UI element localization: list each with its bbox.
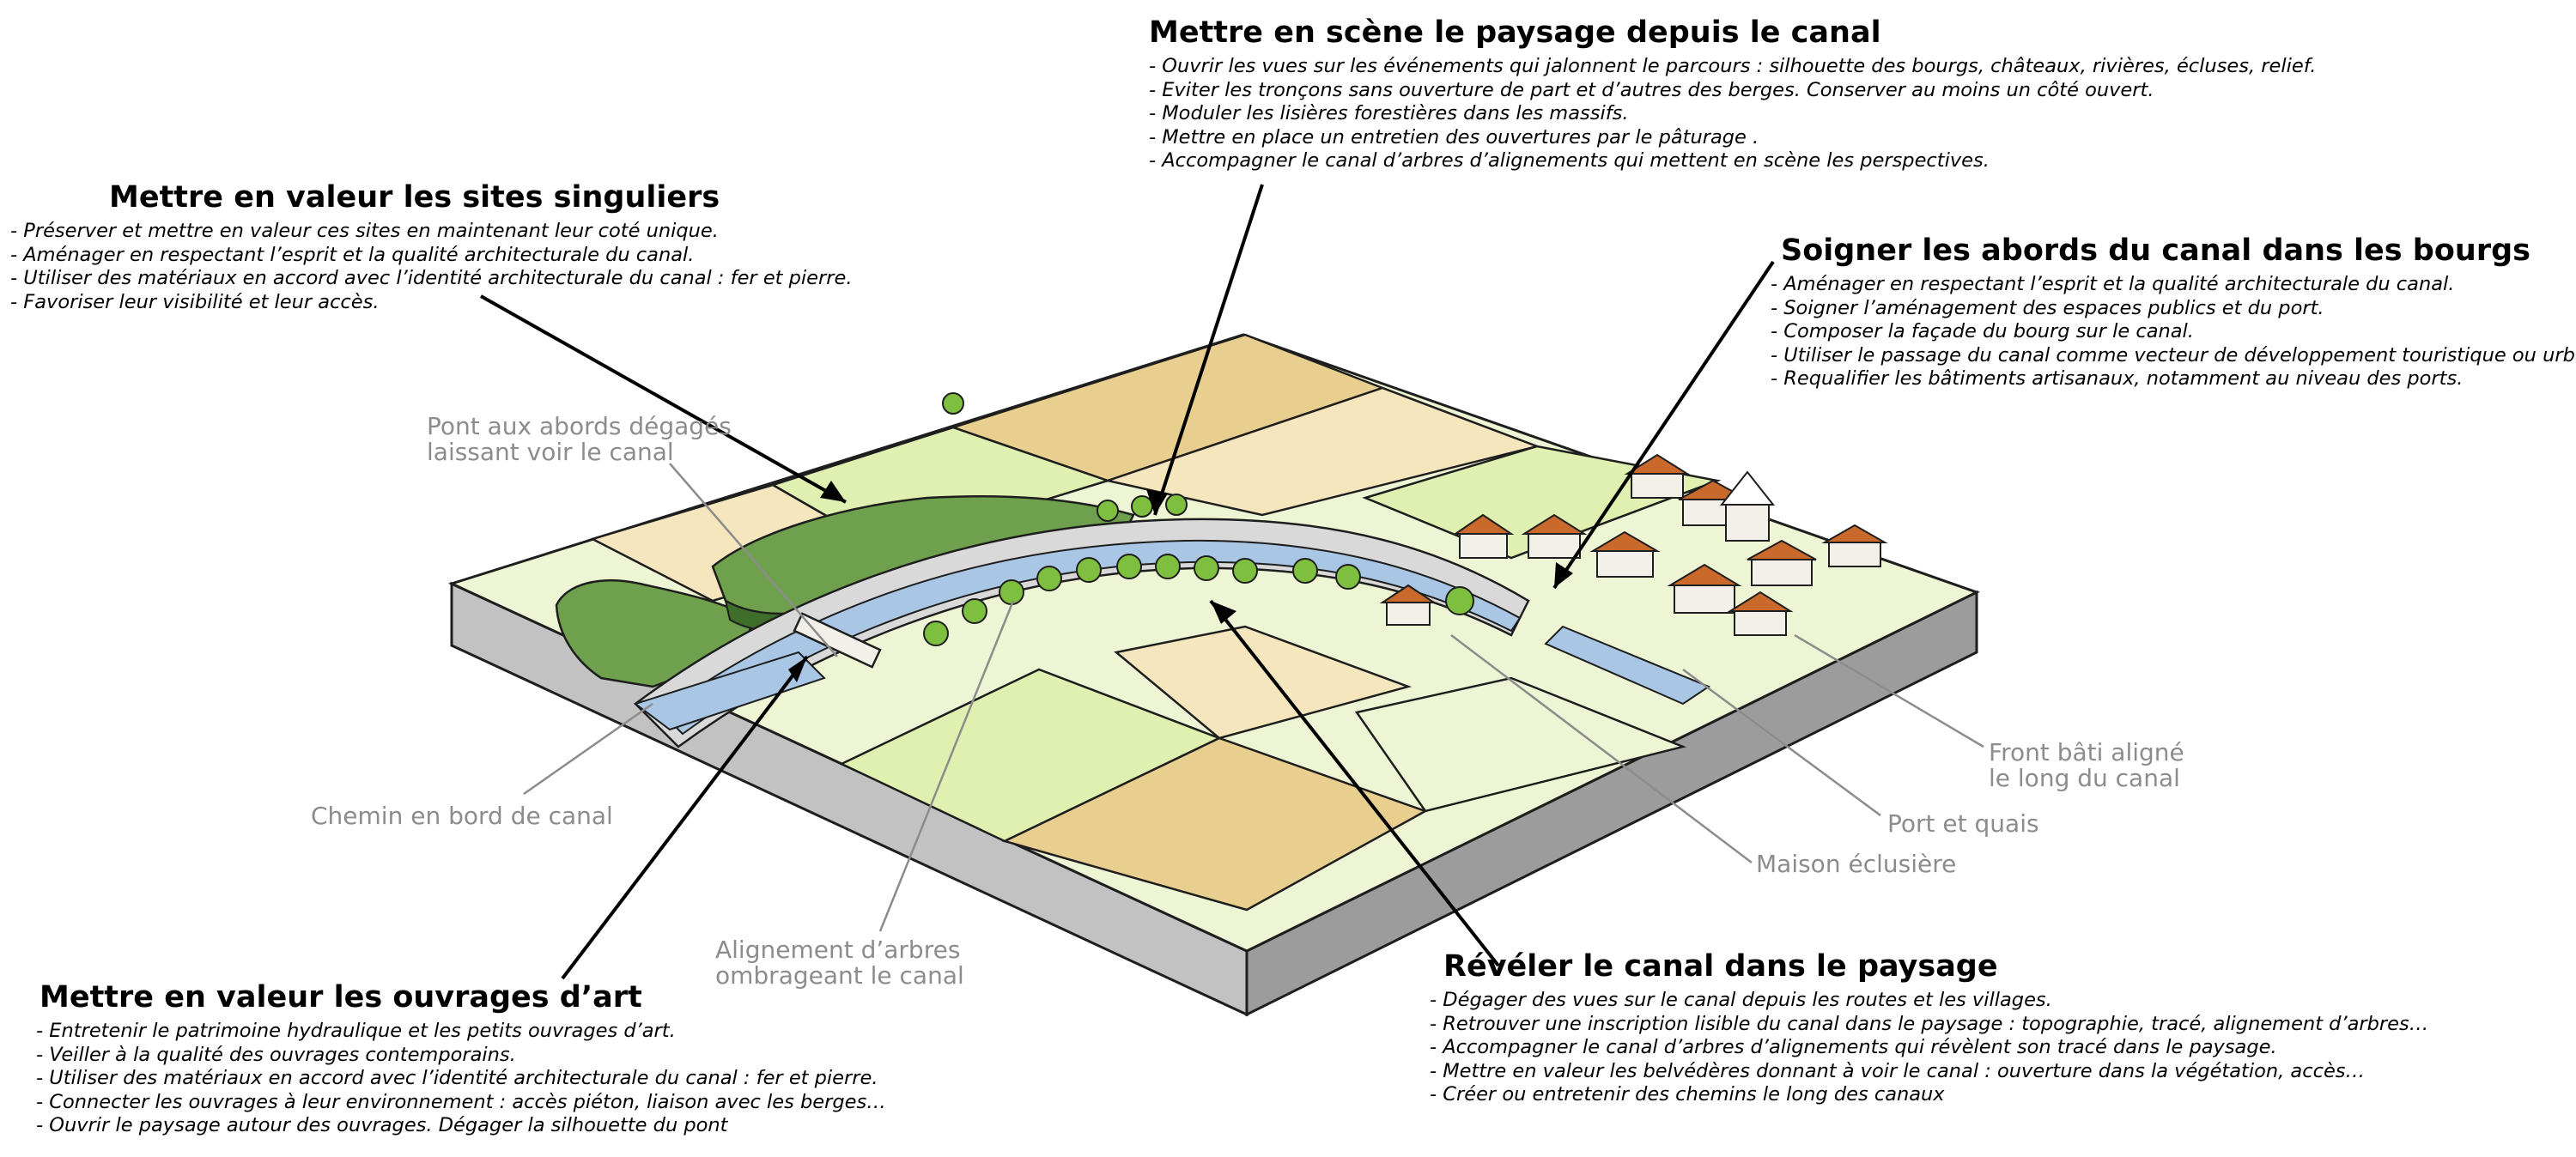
- section-list: - Dégager des vues sur le canal depuis l…: [1430, 989, 2428, 1107]
- list-item: - Utiliser des matériaux en accord avec …: [10, 267, 853, 290]
- list-item: - Dégager des vues sur le canal depuis l…: [1430, 989, 2052, 1012]
- list-item: - Accompagner le canal d’arbres d’aligne…: [1149, 149, 1990, 173]
- section-title: Soigner les abords du canal dans les bou…: [1781, 233, 2530, 268]
- list-item: - Mettre en place un entretien des ouver…: [1149, 125, 1759, 148]
- leader-arrowheads: [788, 481, 1573, 682]
- canal-water-left: [633, 651, 826, 731]
- label-front-bati: Front bâti aligné le long du canal: [1989, 740, 2184, 791]
- list-item: - Connecter les ouvrages à leur environn…: [36, 1090, 886, 1113]
- canal-water-lower: [1544, 625, 1711, 706]
- list-item: - Aménager en respectant l’esprit et la …: [10, 243, 695, 266]
- label-line: le long du canal: [1989, 764, 2180, 792]
- list-item: - Utiliser le passage du canal comme vec…: [1771, 343, 2576, 366]
- section-abords-bourgs: Soigner les abords du canal dans les bou…: [1771, 233, 2576, 391]
- list-item: - Utiliser des matériaux en accord avec …: [36, 1067, 878, 1090]
- section-sites-singuliers: Mettre en valeur les sites singuliers - …: [10, 180, 853, 314]
- list-item: - Requalifier les bâtiments artisanaux, …: [1771, 367, 2464, 391]
- field-cream-front: [1114, 625, 1413, 740]
- section-list: - Ouvrir les vues sur les événements qui…: [1149, 55, 2316, 173]
- list-item: - Entretenir le patrimoine hydraulique e…: [36, 1020, 676, 1043]
- list-item: - Composer la façade du bourg sur le can…: [1771, 320, 2194, 343]
- list-item: - Mettre en valeur les belvédères donnan…: [1430, 1059, 2366, 1082]
- label-line: laissant voir le canal: [427, 438, 674, 466]
- section-list: - Aménager en respectant l’esprit et la …: [1771, 273, 2576, 391]
- section-title: Mettre en valeur les ouvrages d’art: [39, 980, 642, 1015]
- list-item: - Ouvrir le paysage autour des ouvrages.…: [36, 1114, 728, 1137]
- label-chemin: Chemin en bord de canal: [311, 802, 613, 830]
- list-item: - Retrouver une inscription lisible du c…: [1430, 1012, 2429, 1035]
- label-maison-eclusiere: Maison éclusière: [1756, 850, 1957, 878]
- list-item: - Aménager en respectant l’esprit et la …: [1771, 273, 2455, 296]
- section-paysage-depuis-canal: Mettre en scène le paysage depuis le can…: [1149, 15, 2316, 173]
- list-item: - Préserver et mettre en valeur ces site…: [10, 220, 719, 243]
- list-item: - Ouvrir les vues sur les événements qui…: [1149, 55, 2317, 78]
- section-ouvrages-art: Mettre en valeur les ouvrages d’art - En…: [36, 980, 886, 1138]
- tree-alignment: [923, 392, 1474, 646]
- section-title: Révéler le canal dans le paysage: [1443, 949, 1998, 984]
- label-port-quais: Port et quais: [1887, 809, 2039, 838]
- list-item: - Favoriser leur visibilité et leur accè…: [10, 290, 380, 313]
- label-line: Alignement d’arbres: [715, 936, 961, 964]
- label-alignement: Alignement d’arbres ombrageant le canal: [715, 937, 964, 989]
- section-title: Mettre en valeur les sites singuliers: [109, 180, 720, 215]
- label-line: ombrageant le canal: [715, 961, 964, 990]
- bridge: [793, 612, 882, 669]
- label-line: Pont aux abords dégagés: [427, 412, 732, 440]
- field-pale-front: [1354, 676, 1687, 813]
- leader-lines-grey: [523, 463, 1984, 932]
- section-list: - Préserver et mettre en valeur ces site…: [10, 220, 853, 314]
- section-title: Mettre en scène le paysage depuis le can…: [1149, 15, 1881, 50]
- section-reveler-canal: Révéler le canal dans le paysage - Dégag…: [1430, 949, 2428, 1107]
- leader-lines-black: [480, 184, 1775, 980]
- section-list: - Entretenir le patrimoine hydraulique e…: [36, 1020, 886, 1138]
- list-item: - Accompagner le canal d’arbres d’aligne…: [1430, 1036, 2277, 1059]
- list-item: - Soigner l’aménagement des espaces publ…: [1771, 296, 2324, 319]
- list-item: - Créer ou entretenir des chemins le lon…: [1430, 1083, 1945, 1106]
- list-item: - Veiller à la qualité des ouvrages cont…: [36, 1043, 516, 1066]
- list-item: - Moduler les lisières forestières dans …: [1149, 102, 1629, 125]
- village: [1379, 453, 1888, 636]
- label-line: Front bâti aligné: [1989, 738, 2184, 766]
- list-item: - Eviter les tronçons sans ouverture de …: [1149, 78, 2154, 101]
- label-pont: Pont aux abords dégagés laissant voir le…: [427, 414, 732, 465]
